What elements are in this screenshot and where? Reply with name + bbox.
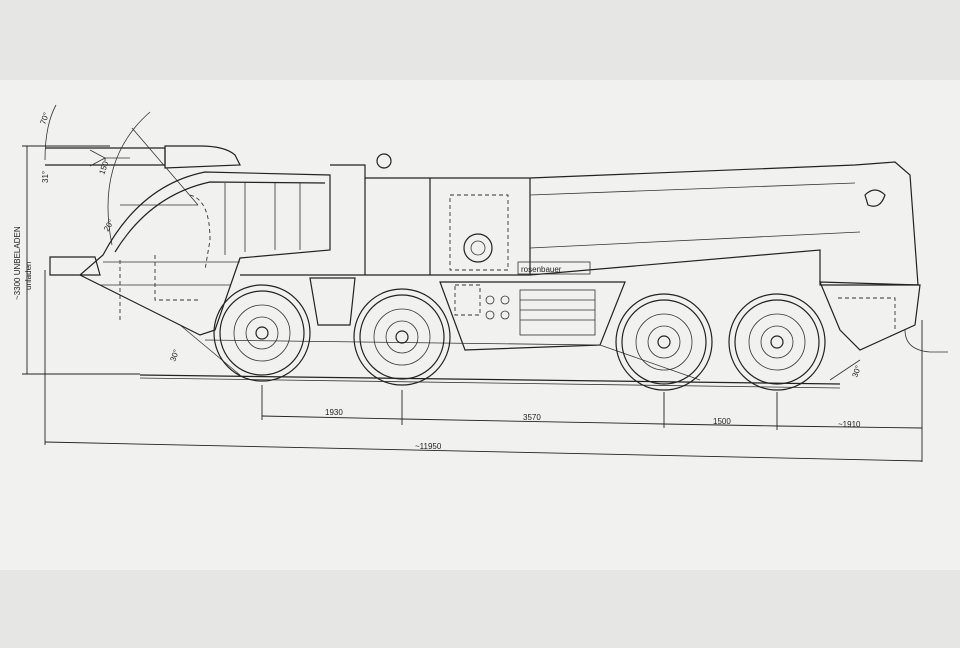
wheel xyxy=(353,288,451,386)
angle-label: 31° xyxy=(41,171,50,183)
height-label-en: unladen xyxy=(24,262,33,290)
pump-panel xyxy=(454,284,596,336)
dim-1910: ~1910 xyxy=(838,420,861,429)
angle-label: 30° xyxy=(168,348,181,362)
cab xyxy=(49,171,331,336)
brand-logo: rosenbauer xyxy=(521,265,562,274)
wheel xyxy=(728,293,826,391)
wheel xyxy=(213,284,311,382)
paper-sheet xyxy=(0,80,960,570)
dim-1930: 1930 xyxy=(325,408,343,417)
dim-11950: ~11950 xyxy=(415,442,442,451)
length-dimensions: 1930 3570 1500 ~1910 ~11950 xyxy=(44,320,923,462)
angle-label: 30° xyxy=(850,364,863,378)
dim-3570: 3570 xyxy=(523,413,541,422)
angle-label: 70° xyxy=(38,111,51,125)
roof-turret: 70° 31° 150° 20° xyxy=(38,104,241,246)
height-label: ~3300 UNBELADEN xyxy=(13,226,22,300)
height-dimension: ~3300 UNBELADEN unladen xyxy=(13,145,140,445)
wheels xyxy=(213,284,826,391)
body: rosenbauer 30° 30° xyxy=(139,153,948,389)
dim-1500: 1500 xyxy=(713,417,731,426)
wheel xyxy=(615,293,713,391)
